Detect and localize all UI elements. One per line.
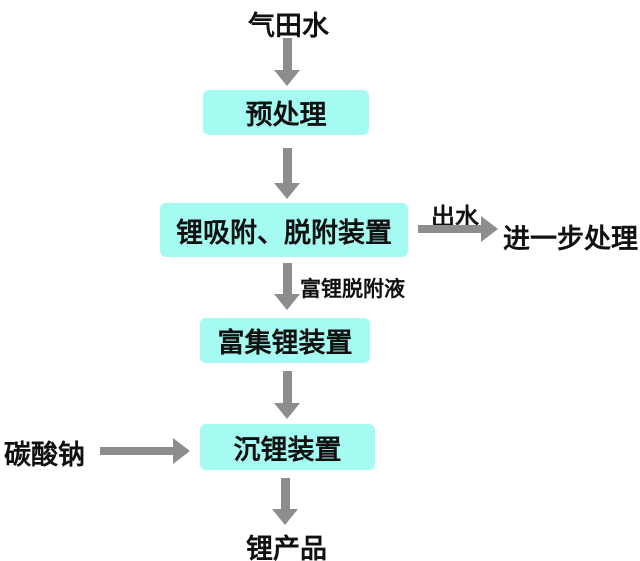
arrow-right-icon — [418, 216, 498, 242]
label-desorption-liquid: 富锂脱附液 — [300, 278, 405, 301]
arrow-down-icon — [272, 478, 298, 525]
arrow-stem — [282, 371, 292, 403]
arrow-stem — [282, 148, 292, 183]
arrow-stem — [418, 225, 481, 233]
label-lithium-product: 锂产品 — [246, 534, 327, 561]
arrow-down-icon — [274, 148, 300, 199]
arrow-right-icon — [100, 438, 190, 464]
label-gas-field-water: 气田水 — [248, 11, 329, 41]
arrow-head — [173, 438, 190, 464]
arrow-stem — [282, 38, 292, 70]
arrow-down-icon — [274, 263, 300, 310]
box-adsorption-desorption: 锂吸附、脱附装置 — [160, 203, 408, 257]
arrow-head — [274, 294, 300, 310]
arrow-head — [274, 183, 300, 199]
arrow-stem — [100, 447, 173, 455]
arrow-stem — [280, 478, 290, 509]
label-sodium-carbonate: 碳酸钠 — [4, 440, 85, 470]
label-further-treatment: 进一步处理 — [503, 224, 638, 254]
box-pretreatment: 预处理 — [203, 90, 369, 135]
arrow-head — [274, 403, 300, 419]
arrow-down-icon — [274, 38, 300, 86]
arrow-down-icon — [274, 371, 300, 419]
arrow-head — [481, 216, 498, 242]
arrow-stem — [282, 263, 292, 294]
box-lithium-precipitation: 沉锂装置 — [200, 424, 375, 470]
box-lithium-enrichment: 富集锂装置 — [200, 318, 370, 363]
arrow-head — [274, 70, 300, 86]
arrow-head — [272, 509, 298, 525]
